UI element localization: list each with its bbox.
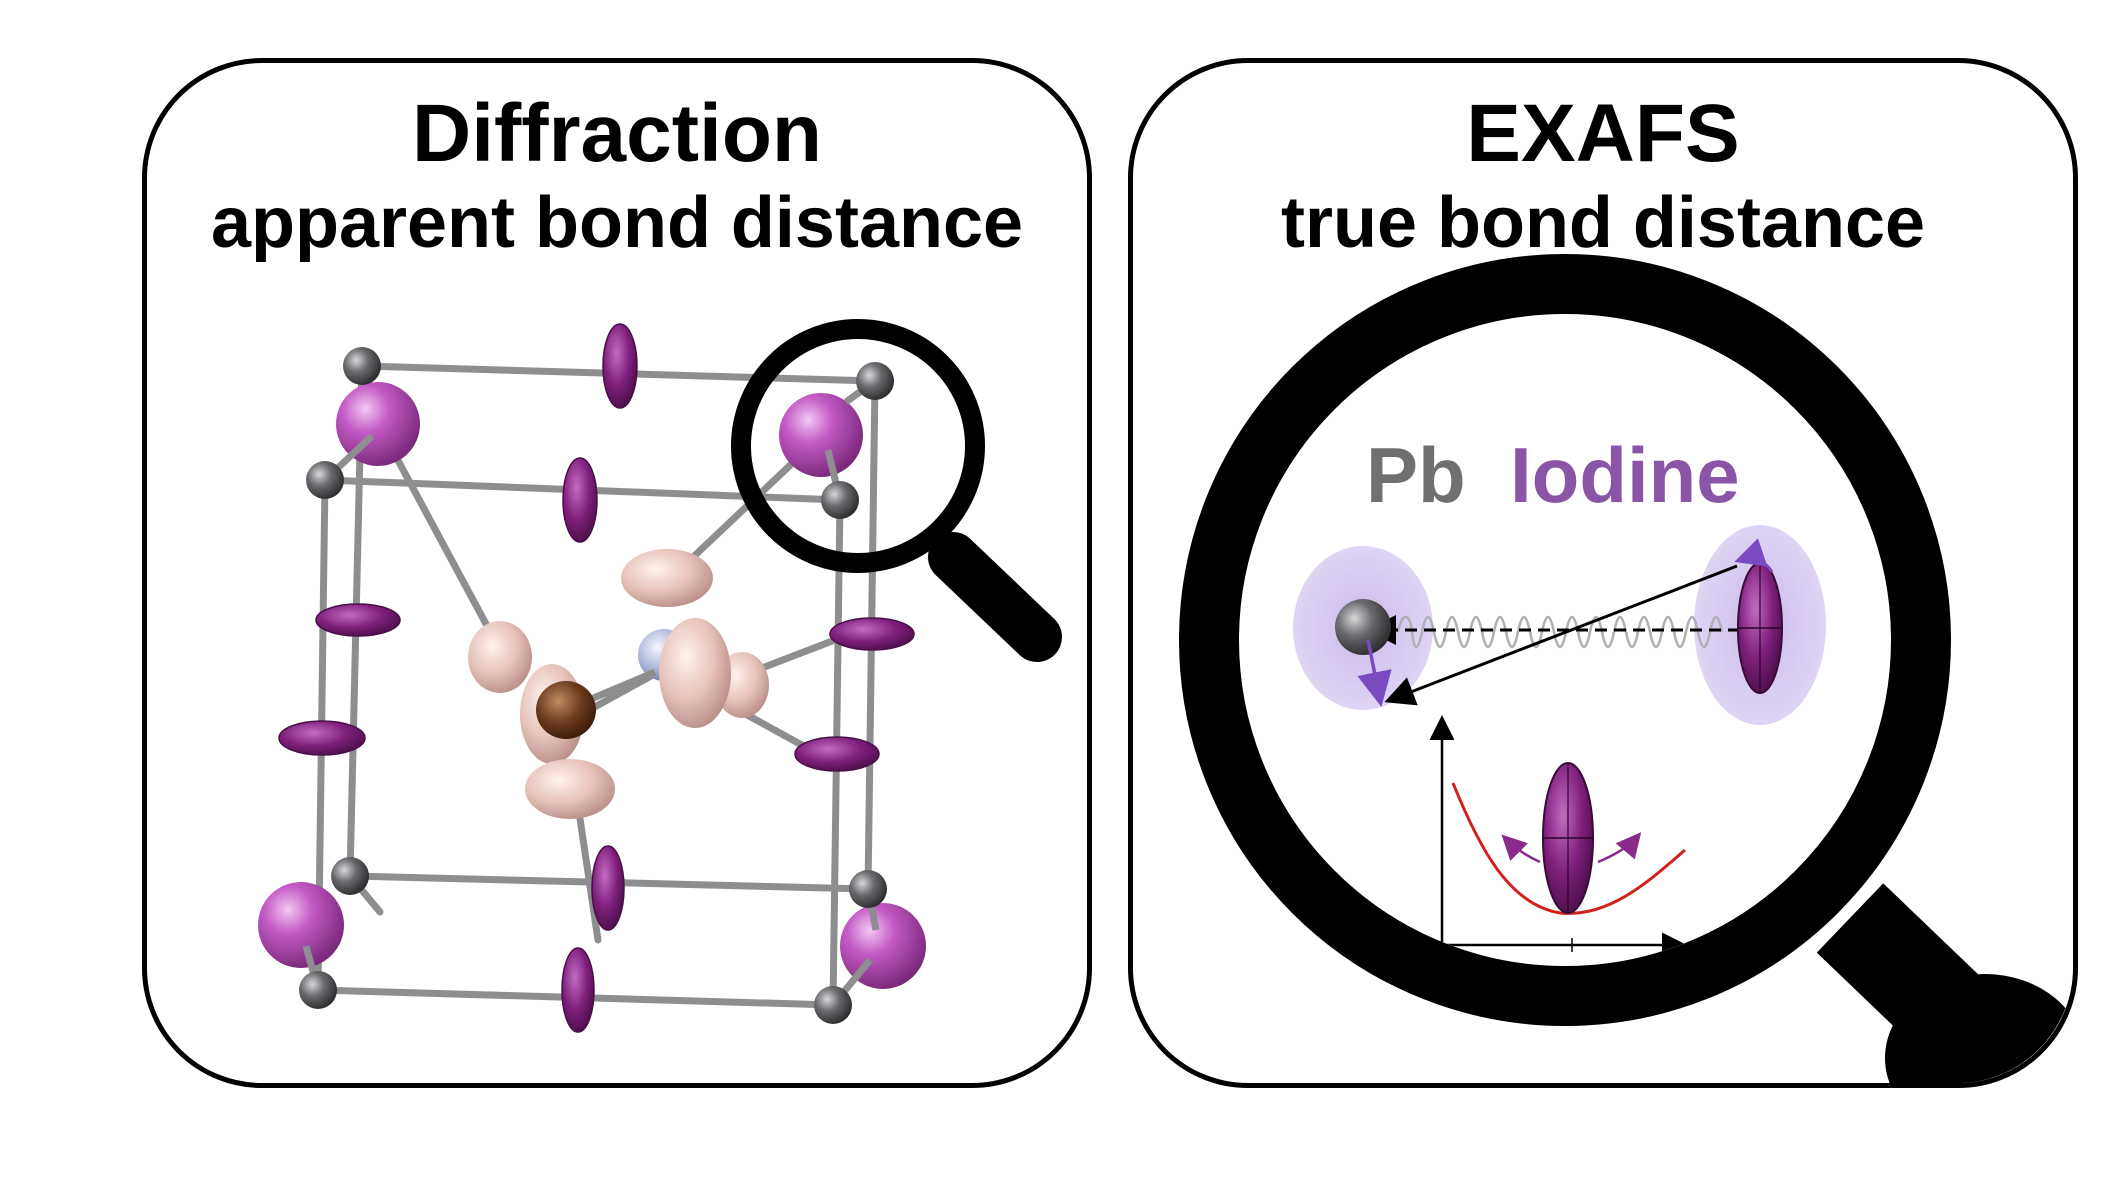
hydrogen-atom bbox=[468, 621, 532, 693]
lead-atom bbox=[343, 347, 381, 385]
crystal-structure bbox=[258, 319, 1062, 1033]
iodine-ellipsoid bbox=[315, 603, 401, 637]
lead-atom bbox=[856, 362, 894, 400]
hydrogen-atom bbox=[525, 759, 615, 819]
lead-atom bbox=[299, 971, 337, 1009]
iodine-ellipsoid bbox=[829, 617, 915, 651]
iodine-atom bbox=[258, 882, 344, 968]
iodine-atom bbox=[779, 393, 863, 477]
pb-label: Pb bbox=[1366, 431, 1466, 519]
lead-atom bbox=[814, 986, 852, 1024]
hydrogen-atom bbox=[621, 549, 713, 607]
diffraction-subtitle: apparent bond distance bbox=[210, 183, 1024, 263]
organic-cation bbox=[468, 549, 769, 819]
potential-curve bbox=[1451, 782, 1686, 915]
rotation-arrow-right bbox=[1597, 832, 1642, 864]
exafs-illustration: Pb Iodine bbox=[1179, 254, 2073, 1083]
iodine-ellipsoid bbox=[278, 720, 366, 756]
exafs-title: EXAFS bbox=[1466, 88, 1740, 179]
lead-atoms bbox=[299, 347, 894, 1024]
rotation-arrow-left bbox=[1501, 834, 1541, 864]
magnifying-glass-icon bbox=[731, 319, 1062, 662]
iodine-ellipsoid bbox=[602, 323, 638, 409]
iodine-spheres bbox=[258, 382, 926, 989]
diffraction-title: Diffraction bbox=[412, 88, 822, 179]
bond-spring bbox=[1396, 615, 1724, 649]
carbon-atom bbox=[536, 681, 596, 739]
lead-atom bbox=[331, 857, 369, 895]
lead-atom bbox=[849, 870, 887, 908]
hydrogen-atom bbox=[659, 618, 731, 728]
iodine-ellipsoid bbox=[562, 457, 598, 543]
iodine-ellipsoid bbox=[591, 845, 625, 931]
iodine-label: Iodine bbox=[1510, 431, 1740, 519]
iodine-atom bbox=[336, 382, 420, 466]
magnifier-handle bbox=[1816, 883, 2073, 1083]
lead-atom bbox=[821, 481, 859, 519]
pb-displacement-arrow bbox=[1357, 639, 1392, 707]
iodine-ellipsoid bbox=[561, 947, 595, 1033]
iodine-libration-arrow bbox=[1734, 538, 1774, 573]
potential-plot bbox=[1429, 715, 1687, 958]
iodine-ellipsoids bbox=[278, 323, 915, 1033]
pb-atom bbox=[1335, 599, 1391, 655]
exafs-subtitle: true bond distance bbox=[1280, 183, 1926, 263]
true-distance-arrow bbox=[1384, 564, 1738, 706]
iodine-ellipsoid bbox=[794, 736, 880, 772]
lead-atom bbox=[306, 461, 344, 499]
